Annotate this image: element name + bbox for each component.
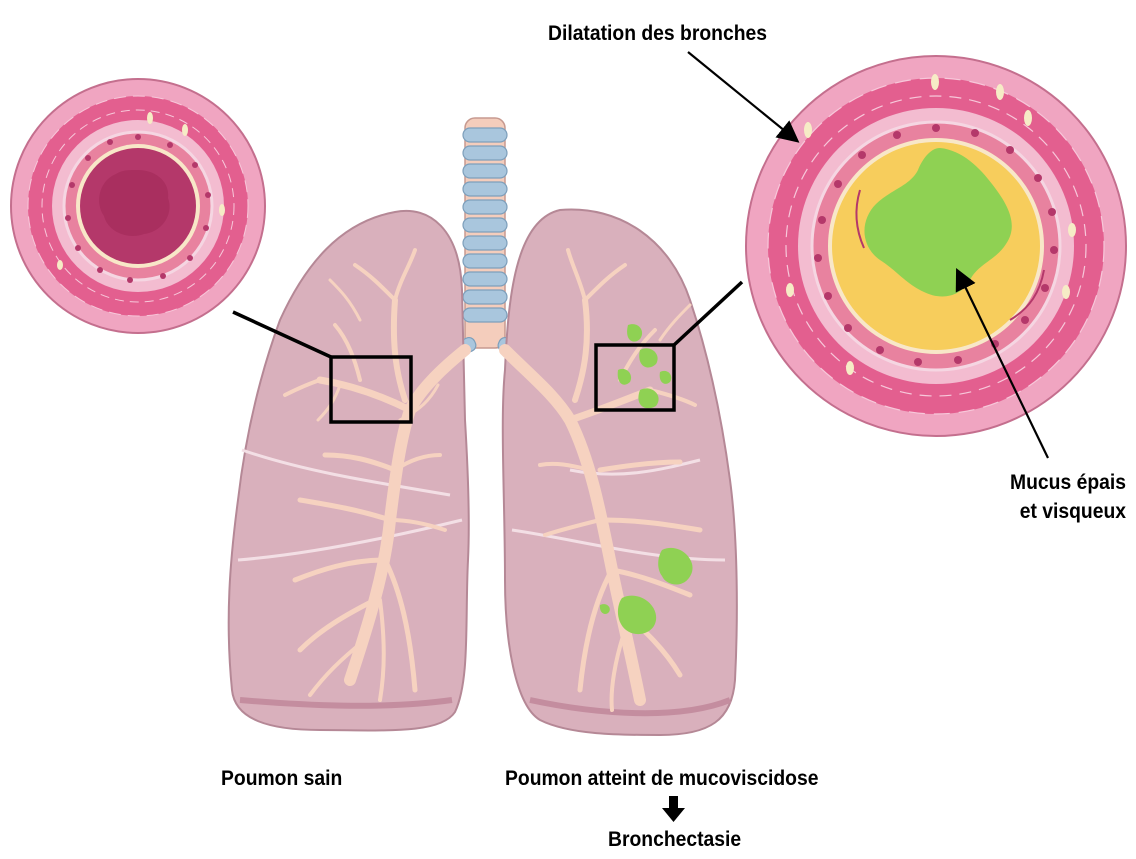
affected-lung [503, 210, 737, 735]
down-arrow-icon [662, 796, 685, 822]
dilatation-arrow [688, 52, 796, 140]
label-mucus-line2: et visqueux [1001, 497, 1126, 526]
label-mucus-line1: Mucus épais [1001, 468, 1126, 497]
label-dilatation: Dilatation des bronches [548, 22, 767, 46]
affected-bronchus-cross-section [746, 56, 1126, 436]
healthy-bronchus-cross-section [11, 79, 265, 333]
label-affected-lung: Poumon atteint de mucoviscidose [505, 767, 818, 791]
label-healthy-lung: Poumon sain [221, 767, 342, 791]
label-result: Bronchectasie [608, 828, 741, 852]
healthy-lung [229, 211, 469, 731]
label-mucus: Mucus épais et visqueux [1001, 468, 1126, 526]
